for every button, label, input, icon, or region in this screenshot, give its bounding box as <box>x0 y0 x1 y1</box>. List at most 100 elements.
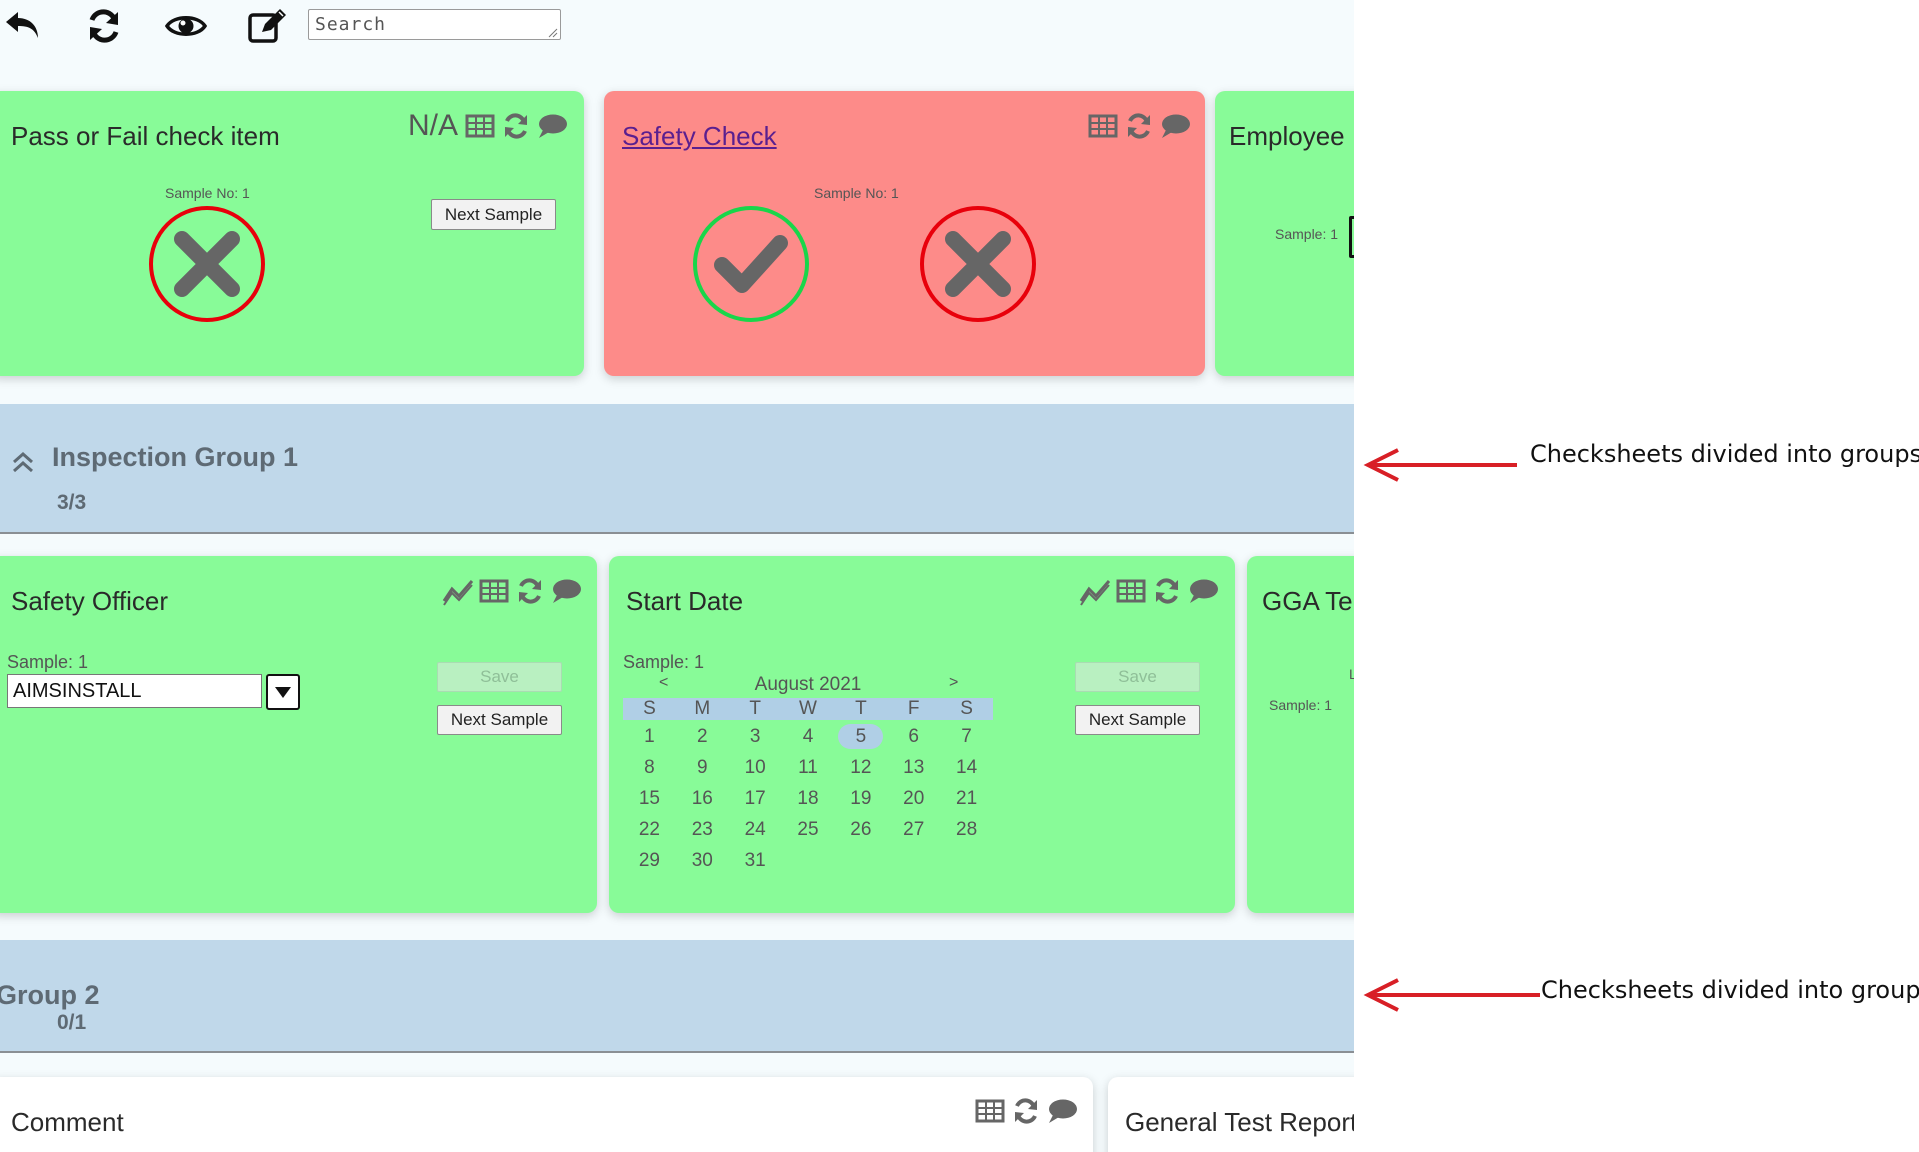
eye-icon[interactable] <box>164 6 208 46</box>
calendar-next-button[interactable]: > <box>949 674 959 691</box>
calendar-day[interactable]: 14 <box>956 757 978 778</box>
annotation-text-2: Checksheets divided into groups <box>1541 976 1919 1004</box>
group-title: Group 2 <box>0 980 100 1010</box>
calendar-day[interactable]: 13 <box>903 757 925 778</box>
fail-button[interactable] <box>919 205 1037 323</box>
calendar-day[interactable]: 1 <box>644 726 655 747</box>
group-2: Group 2 0/1 <box>0 940 1354 1053</box>
table-icon[interactable] <box>974 1096 1006 1126</box>
calendar-day[interactable]: 4 <box>802 726 814 747</box>
na-button[interactable]: N/A <box>408 109 459 142</box>
calendar-day[interactable]: 31 <box>744 850 766 871</box>
calendar-day[interactable]: 28 <box>956 819 978 840</box>
card-gga: GGA Ter L Sample: 1 <box>1247 556 1354 913</box>
comment-icon[interactable] <box>1187 576 1219 606</box>
save-button[interactable]: Save <box>1075 662 1200 692</box>
card-title: General Test Report <box>1125 1107 1354 1137</box>
weekday-label: W <box>799 698 817 719</box>
calendar-day[interactable]: 22 <box>638 819 660 840</box>
calendar-day[interactable]: 12 <box>850 757 872 778</box>
calendar-day[interactable]: 17 <box>744 788 766 809</box>
next-sample-button[interactable]: Next Sample <box>431 199 556 230</box>
pass-button[interactable] <box>692 205 810 323</box>
card-title: Pass or Fail check item <box>11 121 280 151</box>
undo-icon[interactable] <box>2 6 46 46</box>
calendar-day[interactable]: 20 <box>903 788 925 809</box>
refresh-icon[interactable] <box>500 111 532 141</box>
fail-button[interactable] <box>148 205 266 323</box>
officer-select[interactable]: AIMSINSTALL <box>7 674 262 708</box>
search-input[interactable] <box>308 9 561 40</box>
edit-icon[interactable] <box>246 6 290 46</box>
calendar-day[interactable]: 8 <box>644 757 655 778</box>
refresh-icon[interactable] <box>514 576 546 606</box>
calendar-day[interactable]: 24 <box>744 819 766 840</box>
comment-icon[interactable] <box>536 111 568 141</box>
toolbar <box>0 0 1354 60</box>
refresh-icon[interactable] <box>1123 111 1155 141</box>
card-general-test-report: General Test Report <box>1108 1077 1354 1152</box>
calendar-day-selected[interactable]: 5 <box>838 724 884 749</box>
field-label: L <box>1349 666 1354 682</box>
save-button[interactable]: Save <box>437 662 562 692</box>
comment-icon[interactable] <box>1159 111 1191 141</box>
table-icon[interactable] <box>478 576 510 606</box>
calendar-month: August 2021 <box>754 674 862 695</box>
weekday-label: M <box>694 698 711 719</box>
table-icon[interactable] <box>464 111 496 141</box>
refresh-icon[interactable] <box>1151 576 1183 606</box>
calendar-day[interactable]: 19 <box>850 788 872 809</box>
calendar-day[interactable]: 26 <box>850 819 872 840</box>
comment-icon[interactable] <box>1046 1096 1078 1126</box>
calendar-day[interactable]: 6 <box>908 726 919 747</box>
sample-label: Sample: 1 <box>623 652 705 672</box>
weekday-label: T <box>749 698 761 719</box>
calendar-day[interactable]: 18 <box>797 788 819 809</box>
weekday-label: F <box>907 698 920 719</box>
input-box[interactable] <box>1349 216 1354 258</box>
card-title: Safety Officer <box>11 586 169 616</box>
calendar-day[interactable]: 29 <box>638 850 660 871</box>
card-title: Comment <box>11 1107 124 1137</box>
sample-label: Sample: 1 <box>1269 697 1333 713</box>
calendar-day[interactable]: 3 <box>749 726 761 747</box>
calendar-day[interactable]: 30 <box>691 850 713 871</box>
card-title: GGA Ter <box>1262 586 1354 616</box>
calendar-prev-button[interactable]: < <box>659 674 669 691</box>
card-pass-fail: Pass or Fail check item N/A Sample No: 1… <box>0 91 584 376</box>
trend-icon[interactable] <box>442 576 474 606</box>
calendar-day[interactable]: 11 <box>798 757 818 778</box>
next-sample-button[interactable]: Next Sample <box>437 705 562 735</box>
trend-icon[interactable] <box>1079 576 1111 606</box>
calendar-day[interactable]: 21 <box>956 788 978 809</box>
calendar-day[interactable]: 2 <box>696 726 708 747</box>
weekday-label: S <box>960 698 973 719</box>
table-icon[interactable] <box>1087 111 1119 141</box>
calendar-day[interactable]: 25 <box>797 819 819 840</box>
table-icon[interactable] <box>1115 576 1147 606</box>
calendar-day[interactable]: 23 <box>691 819 713 840</box>
group-inspection-1: Inspection Group 1 3/3 <box>0 404 1354 534</box>
calendar-day[interactable]: 27 <box>903 819 925 840</box>
weekday-label: S <box>643 698 656 719</box>
refresh-icon[interactable] <box>1010 1096 1042 1126</box>
calendar-day[interactable]: 7 <box>961 726 972 747</box>
calendar-day[interactable]: 10 <box>744 757 766 778</box>
refresh-icon[interactable] <box>82 6 126 46</box>
calendar-day[interactable]: 9 <box>696 757 708 778</box>
card-title-link[interactable]: Safety Check <box>622 121 777 151</box>
sample-label: Sample: 1 <box>1275 226 1339 242</box>
annotation-arrow-1 <box>1363 448 1517 482</box>
card-safety-officer: Safety Officer Sample: 1 AIMSINSTALL Sav… <box>0 556 597 913</box>
collapse-up-icon[interactable] <box>10 449 36 475</box>
calendar-day[interactable]: 16 <box>691 788 713 809</box>
calendar-day[interactable]: 15 <box>638 788 660 809</box>
next-sample-button[interactable]: Next Sample <box>1075 705 1200 735</box>
comment-icon[interactable] <box>550 576 582 606</box>
sample-label: Sample: 1 <box>7 652 89 672</box>
card-actions: N/A <box>408 109 568 143</box>
card-actions <box>1079 576 1219 606</box>
dropdown-toggle[interactable] <box>266 674 300 710</box>
sample-no-label: Sample No: 1 <box>814 185 899 201</box>
